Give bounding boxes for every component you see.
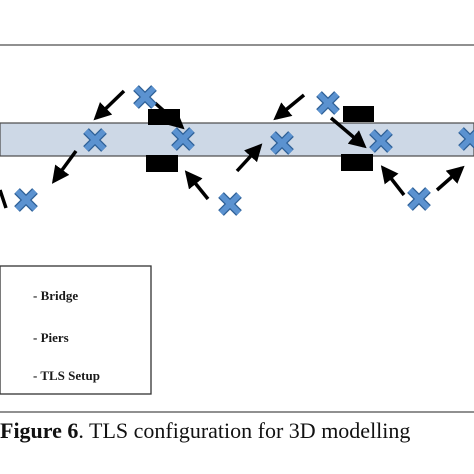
legend: - Bridge - Piers - TLS Setup <box>0 265 152 395</box>
legend-label-bridge: - Bridge <box>33 288 78 303</box>
path-arrow <box>235 143 263 173</box>
tls-setup-marker <box>221 195 239 213</box>
path-arrow <box>51 149 78 184</box>
pier-2-top <box>343 106 374 122</box>
legend-box <box>0 265 152 395</box>
figure-caption: Figure 6. TLS configuration for 3D model… <box>0 418 474 458</box>
path-arrow <box>329 116 367 149</box>
caption-text: . TLS configuration for 3D modelling <box>78 418 411 443</box>
tls-setup-marker <box>410 190 428 208</box>
path-arrow <box>184 170 210 201</box>
path-arrow <box>380 165 406 197</box>
tls-setup-marker <box>17 191 35 209</box>
path-arrow <box>153 101 185 130</box>
path-arrow <box>93 89 126 121</box>
path-arrow <box>273 93 306 121</box>
pier-2-bottom <box>341 154 373 171</box>
tls-setup-marker <box>136 88 154 106</box>
tls-setup-marker <box>319 94 337 112</box>
figure-number: Figure 6 <box>0 418 79 443</box>
legend-label-piers: - Piers <box>33 330 69 345</box>
path-arrow <box>0 189 8 209</box>
legend-label-tls: - TLS Setup <box>33 368 100 383</box>
bridge-deck <box>0 122 474 157</box>
pier-1-bottom <box>146 155 178 172</box>
path-arrow <box>435 165 465 192</box>
